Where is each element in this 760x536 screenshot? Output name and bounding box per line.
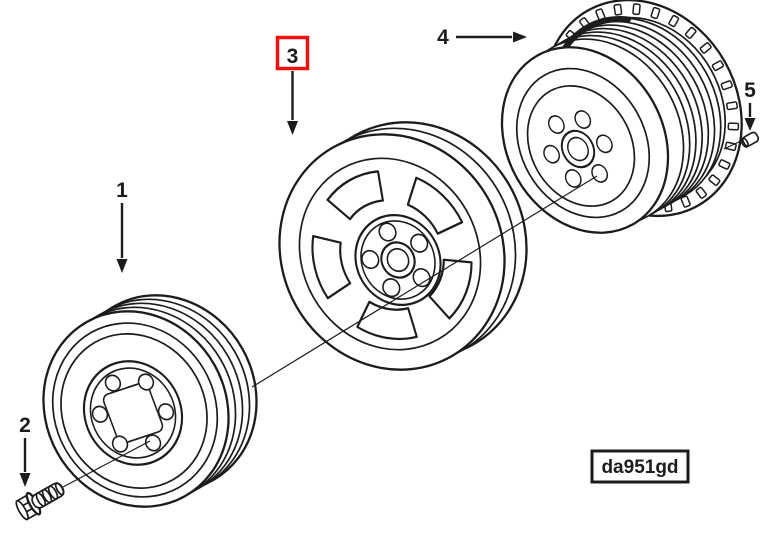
callout-5-arrow — [744, 103, 756, 131]
callout-4: 4 — [437, 26, 527, 49]
tone-ring-slot — [684, 26, 697, 39]
part-1-hub — [82, 360, 184, 466]
part-3-windows — [311, 170, 473, 341]
tone-ring-slot — [720, 80, 733, 91]
part-3-hub — [354, 213, 442, 307]
callout-4-arrow — [456, 31, 527, 43]
tone-ring-slot — [695, 186, 708, 199]
callout-2-arrow — [19, 438, 31, 487]
part-4-hub — [543, 110, 613, 188]
part-5-pin — [740, 131, 760, 148]
centerline-segment-b — [251, 175, 598, 388]
callout-1: 1 — [116, 179, 128, 273]
callout-5: 5 — [744, 79, 756, 131]
tone-ring-slot — [613, 3, 623, 16]
tone-ring-slot — [726, 101, 738, 111]
figure-code-box: da951gd — [590, 449, 690, 484]
centerline-segment-a — [62, 440, 151, 488]
part-1-crankshaft-pulley — [42, 294, 258, 508]
callout-2-label[interactable]: 2 — [19, 414, 31, 437]
callout-3: 3 — [275, 35, 310, 135]
callout-3-label[interactable]: 3 — [287, 45, 299, 68]
callout-1-label[interactable]: 1 — [116, 179, 128, 202]
callout-3-highlight-box — [275, 35, 310, 71]
callout-5-label[interactable]: 5 — [744, 79, 756, 102]
tone-ring-slot — [650, 6, 661, 20]
tone-ring-slot — [699, 42, 712, 54]
tone-ring-slot — [718, 159, 731, 170]
callout-4-label[interactable]: 4 — [437, 26, 449, 49]
tone-ring-slot — [727, 122, 740, 131]
callout-3-arrow — [287, 71, 298, 135]
tone-ring-slot — [632, 3, 641, 16]
pin-leader-line — [723, 140, 742, 150]
figure-code-label: da951gd — [601, 457, 678, 478]
part-4-damper-assembly — [500, 0, 743, 234]
tone-ring-slot — [668, 14, 680, 28]
part-2-bolt — [15, 482, 65, 521]
part-3-damper-pulley — [278, 121, 528, 371]
tone-ring-slot — [708, 174, 721, 186]
tone-ring-slot — [711, 60, 725, 72]
callout-1-arrow — [116, 203, 128, 273]
callout-2: 2 — [19, 414, 31, 487]
